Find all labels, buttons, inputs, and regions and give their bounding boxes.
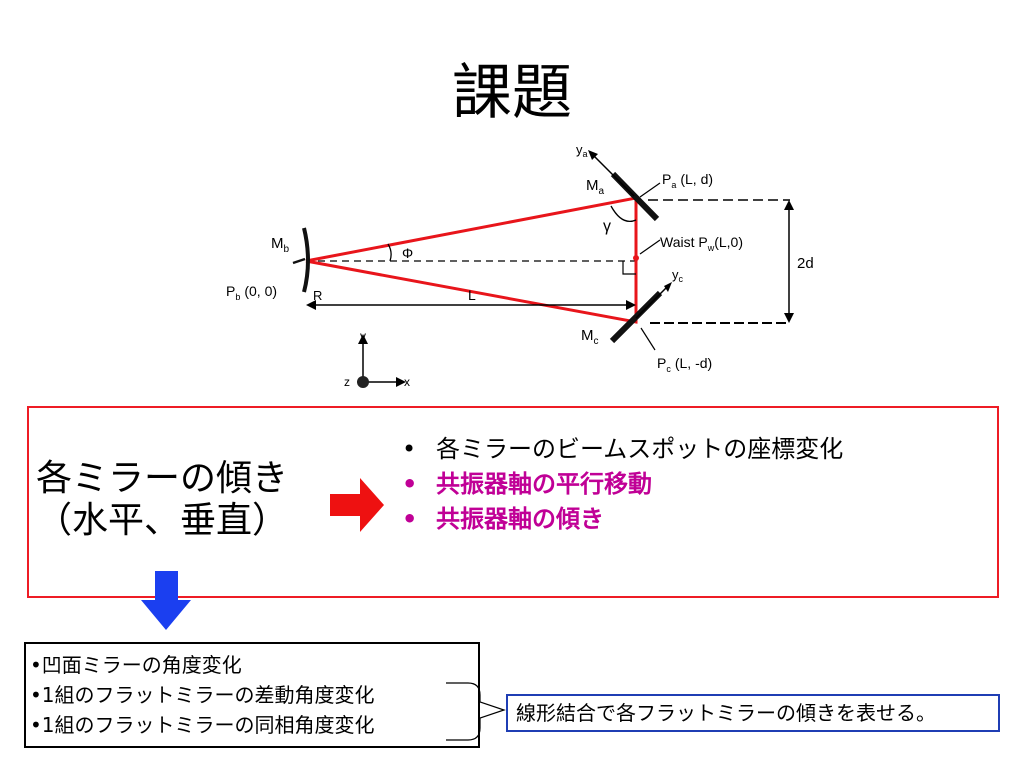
label-axis-y: y: [360, 329, 366, 343]
summary-box: [27, 406, 999, 598]
blue-down-arrow-icon: [141, 571, 191, 630]
label-mb: Mb: [271, 235, 290, 255]
mode-list-box: •凹面ミラーの角度変化 •1組のフラットミラーの差動角度変化 •1組のフラットミ…: [24, 642, 480, 748]
label-pc: Pc(L, -d): [657, 355, 712, 374]
dim-2d-arrow-bottom: [784, 313, 794, 323]
dim-l-arrow-right: [626, 300, 636, 310]
effect-item: •共振器軸の傾き: [402, 505, 604, 533]
pa-pointer: [639, 182, 661, 198]
yc-arrowhead: [664, 282, 672, 292]
label-waist: Waist Pw(L,0): [660, 234, 743, 253]
effect-item: •共振器軸の平行移動: [402, 470, 652, 498]
bracket-connector: [446, 682, 506, 741]
ya-arrowhead: [588, 150, 598, 160]
dim-l-arrow-left: [306, 300, 316, 310]
label-2d: 2d: [797, 255, 814, 272]
axis-z-dot: [357, 376, 369, 388]
pc-pointer: [640, 327, 656, 351]
gamma-arc: [610, 205, 637, 223]
conclusion-box: 線形結合で各フラットミラーの傾きを表せる。: [506, 694, 1000, 732]
axis-y-arrow: [358, 334, 368, 344]
mirror-mb-tick: [292, 257, 306, 265]
label-l: L: [468, 287, 476, 303]
label-ya: ya: [576, 142, 588, 159]
label-ma: Ma: [586, 177, 605, 197]
waist-pointer: [639, 239, 661, 255]
axis-x-arrow: [396, 377, 406, 387]
label-mc: Mc: [581, 327, 599, 347]
tilt-line-1: 各ミラーの傾き: [36, 458, 289, 499]
label-r: R: [313, 288, 322, 303]
label-axis-x: x: [404, 375, 410, 389]
mirror-tilt-label: 各ミラーの傾き （水平、垂直）: [36, 458, 288, 542]
label-pa: Pa(L, d): [662, 171, 713, 190]
phi-arc: [387, 243, 392, 262]
effect-list: •各ミラーのビームスポットの座標変化 •共振器軸の平行移動 •共振器軸の傾き: [402, 432, 843, 537]
mode-item: •凹面ミラーの角度変化: [30, 653, 242, 677]
mirror-mc-normal: [635, 285, 669, 319]
mirror-ma-normal: [591, 153, 635, 197]
red-right-arrow-icon: [330, 478, 384, 532]
tilt-line-2: （水平、垂直）: [36, 500, 289, 541]
label-gamma: γ: [603, 218, 611, 235]
label-axis-z: z: [344, 375, 350, 389]
right-angle-mark: [622, 261, 636, 275]
effect-item: •各ミラーのビームスポットの座標変化: [402, 435, 844, 463]
dim-2d-arrow-top: [784, 200, 794, 210]
label-pb: Pb(0, 0): [226, 283, 277, 302]
label-phi: Φ: [402, 245, 413, 261]
mode-item: •1組のフラットミラーの差動角度変化: [30, 683, 375, 707]
waist-dot: [633, 255, 639, 261]
mirror-mb: [302, 227, 310, 293]
label-yc: yc: [672, 267, 684, 284]
slide-title: 課題: [452, 58, 572, 128]
mode-item: •1組のフラットミラーの同相角度変化: [30, 713, 375, 737]
cavity-diagram: Mb Pb(0, 0) R L Φ γ Ma ya Pa(L, d) Waist…: [226, 142, 814, 389]
